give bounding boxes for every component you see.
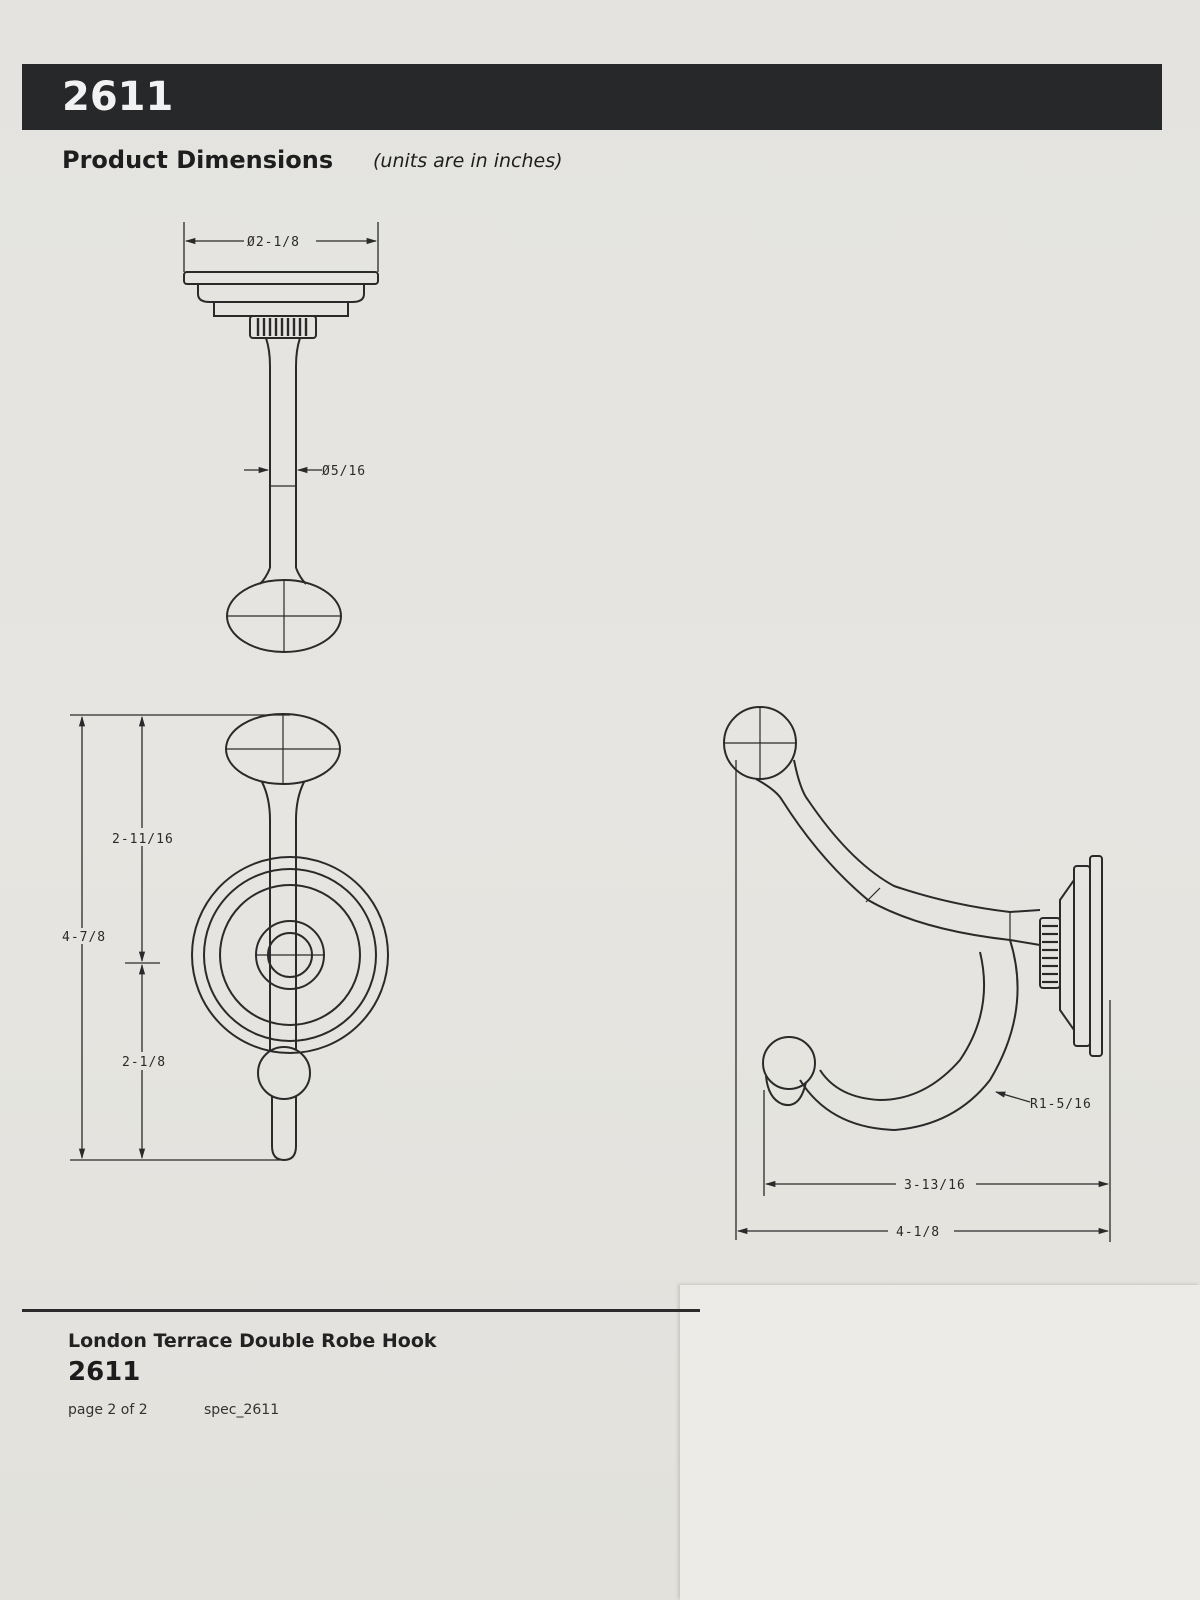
escutcheon-diameter-label: Ø2-1/8 [247, 235, 300, 250]
section-title: Product Dimensions [62, 146, 334, 174]
top-view [183, 222, 379, 653]
section-note: (units are in inches) [373, 150, 563, 172]
inner-projection-label: 3-13/16 [904, 1178, 966, 1193]
footer-divider [22, 1309, 700, 1312]
header-bar: 2611 [22, 64, 1162, 130]
footer-product-name: London Terrace Double Robe Hook [68, 1330, 437, 1352]
footer-spec-id: spec_2611 [204, 1402, 280, 1418]
total-height-label: 4-7/8 [62, 930, 106, 945]
post-diameter-label: Ø5/16 [322, 464, 366, 479]
side-view [723, 706, 1111, 1242]
footer-page-number: page 2 of 2 [68, 1402, 148, 1418]
hook-radius-label: R1-5/16 [1030, 1097, 1092, 1112]
front-view [70, 713, 389, 1162]
overlapping-sheet [680, 1285, 1200, 1600]
footer-model-number: 2611 [68, 1357, 141, 1387]
total-projection-label: 4-1/8 [896, 1225, 940, 1240]
lower-height-label: 2-1/8 [122, 1055, 166, 1070]
upper-height-label: 2-11/16 [112, 832, 174, 847]
header-model-number: 2611 [62, 74, 174, 120]
